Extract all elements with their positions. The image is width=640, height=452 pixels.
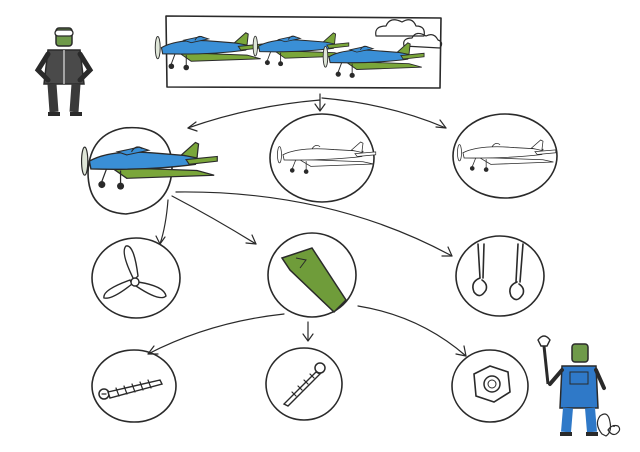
node-screw-long [91, 349, 177, 423]
squirrel-icon [596, 413, 621, 437]
wing-icon [280, 247, 347, 314]
arrow-instance-to-wing [171, 195, 257, 245]
airplane-icon [457, 139, 557, 173]
node-propeller [91, 237, 181, 319]
arrow-wing-to-screw-long [147, 313, 285, 355]
node-screw-short [265, 347, 343, 421]
airplane-icon [277, 141, 377, 175]
arrow-wing-to-nut [357, 305, 467, 357]
cloud-icon [375, 19, 443, 49]
screw-icon [282, 362, 326, 407]
node-wing [267, 232, 357, 318]
fleet-airplane-3 [322, 42, 425, 79]
airplane-icon [80, 141, 218, 191]
arrow-fleet-down [314, 93, 326, 112]
screw-icon [98, 379, 164, 400]
hex-nut-icon [473, 365, 511, 403]
fleet-box [165, 15, 442, 89]
arrow-instance-to-propeller [155, 199, 169, 245]
mechanic-icon [537, 335, 606, 436]
arrow-instance-to-hooks [175, 191, 453, 257]
pilot-icon [34, 27, 94, 116]
node-hex-nut [451, 349, 529, 423]
node-plane-template-a [269, 113, 377, 203]
arrow-wing-to-screw-short [302, 321, 314, 342]
arrow-fleet-to-template-b [321, 97, 447, 129]
node-hooks [455, 235, 545, 317]
wrench-icon [537, 335, 551, 385]
node-plane-template-b [452, 113, 558, 199]
hooks-icon [472, 243, 525, 301]
arrow-fleet-to-instance [187, 99, 321, 132]
fleet-airplane-1 [154, 32, 264, 71]
propeller-icon [103, 245, 167, 299]
node-plane-instance [80, 126, 218, 215]
